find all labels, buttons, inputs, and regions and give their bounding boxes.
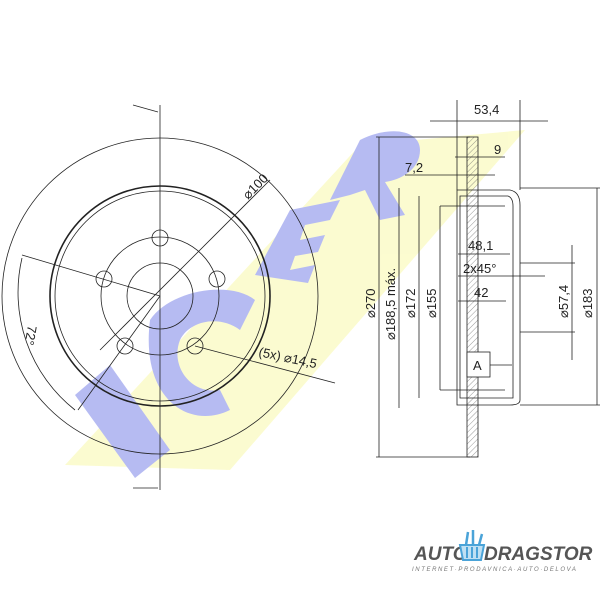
front-view bbox=[1, 104, 336, 490]
datum-label: A bbox=[473, 358, 482, 373]
dim-57-4: ⌀57,4 bbox=[556, 285, 571, 318]
side-view bbox=[376, 100, 600, 458]
bolt-circle-leader bbox=[99, 179, 271, 351]
watermark-letter-e bbox=[255, 200, 340, 283]
dim-angle: 72° bbox=[22, 324, 40, 346]
dim-9: 9 bbox=[494, 142, 501, 157]
dim-bolt-circle: ⌀100 bbox=[240, 171, 271, 202]
dim-chamfer: 2x45° bbox=[463, 261, 496, 276]
logo-tagline: INTERNET·PRODAVNICA·AUTO·DELOVA bbox=[412, 567, 578, 573]
bolt-hole bbox=[208, 270, 226, 288]
autodragstor-logo: AUTO DRAGSTOR INTERNET·PRODAVNICA·AUTO·D… bbox=[412, 530, 593, 573]
cart-icon bbox=[458, 530, 486, 561]
angle-line bbox=[21, 254, 161, 297]
watermark-letter-r bbox=[330, 131, 420, 220]
dim-172: ⌀172 bbox=[403, 288, 418, 318]
section-arrow-top bbox=[132, 104, 159, 113]
dim-7-2: 7,2 bbox=[405, 160, 423, 175]
hole-leader bbox=[194, 345, 336, 384]
dim-155: ⌀155 bbox=[424, 288, 439, 318]
hat-section-inner bbox=[459, 195, 514, 399]
dim-53-4: 53,4 bbox=[474, 102, 499, 117]
bolt-hole bbox=[95, 270, 113, 288]
bolt-hole bbox=[186, 337, 204, 355]
datum-box bbox=[466, 351, 491, 378]
icer-watermark bbox=[65, 130, 525, 478]
logo-text-auto: AUTO bbox=[413, 544, 468, 565]
hat-section-outer bbox=[456, 189, 521, 406]
dim-42: 42 bbox=[474, 285, 488, 300]
dim-48-1: 48,1 bbox=[468, 238, 493, 253]
dim-270: ⌀270 bbox=[363, 288, 378, 318]
logo-text-dragstor: DRAGSTOR bbox=[484, 544, 593, 565]
watermark-letter-i bbox=[75, 365, 170, 478]
dim-183: ⌀183 bbox=[580, 288, 595, 318]
friction-ring-section bbox=[466, 136, 479, 458]
angle-line bbox=[77, 295, 161, 411]
angle-arc bbox=[17, 257, 76, 411]
watermark-letter-c bbox=[148, 289, 255, 416]
dim-188-5: ⌀188,5 máx. bbox=[383, 268, 398, 340]
bolt-hole bbox=[116, 337, 134, 355]
